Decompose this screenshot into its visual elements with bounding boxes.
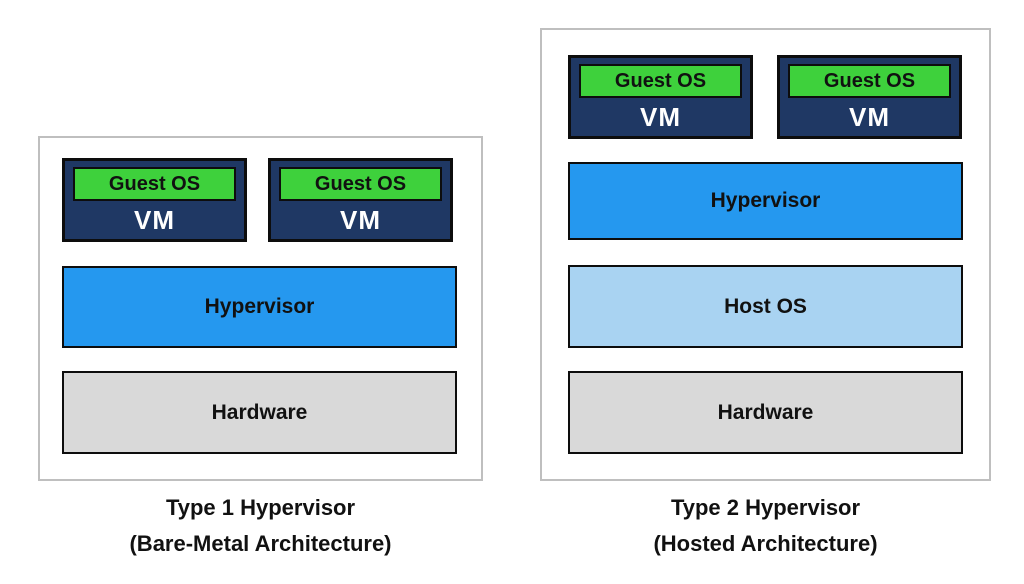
- host-os-layer: Host OS: [568, 265, 963, 348]
- type2-caption-line2: (Hosted Architecture): [653, 531, 878, 556]
- vm-label: VM: [849, 101, 890, 132]
- type2-caption-line1: Type 2 Hypervisor: [670, 495, 861, 520]
- vm-box: Guest OS VM: [777, 55, 962, 139]
- guest-os-box: Guest OS: [279, 167, 442, 201]
- guest-os-box: Guest OS: [579, 64, 742, 98]
- type1-caption-line1: Type 1 Hypervisor: [165, 495, 356, 520]
- hardware-layer: Hardware: [62, 371, 457, 454]
- hardware-layer: Hardware: [568, 371, 963, 454]
- type2-caption: Type 2 Hypervisor (Hosted Architecture): [540, 490, 991, 562]
- vm-label: VM: [134, 204, 175, 235]
- hypervisor-layer: Hypervisor: [568, 162, 963, 240]
- guest-os-box: Guest OS: [788, 64, 951, 98]
- type1-hypervisor-panel: Guest OS VM Guest OS VM Hypervisor Hardw…: [38, 136, 483, 481]
- vm-box: Guest OS VM: [568, 55, 753, 139]
- type1-caption: Type 1 Hypervisor (Bare-Metal Architectu…: [38, 490, 483, 562]
- hypervisor-layer: Hypervisor: [62, 266, 457, 348]
- vm-label: VM: [340, 204, 381, 235]
- vm-box: Guest OS VM: [268, 158, 453, 242]
- type1-caption-line2: (Bare-Metal Architecture): [129, 531, 392, 556]
- type2-hypervisor-panel: Guest OS VM Guest OS VM Hypervisor Host …: [540, 28, 991, 481]
- vm-label: VM: [640, 101, 681, 132]
- vm-box: Guest OS VM: [62, 158, 247, 242]
- guest-os-box: Guest OS: [73, 167, 236, 201]
